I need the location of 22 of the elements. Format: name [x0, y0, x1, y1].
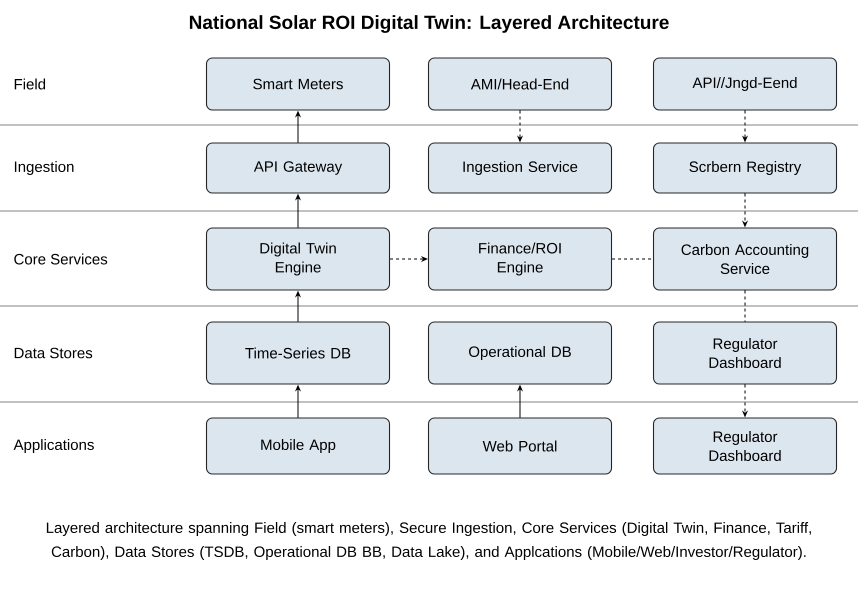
- component-box: Regulator Dashboard: [652, 417, 838, 475]
- component-box: API//Jngd-Eend: [652, 57, 838, 111]
- title: National Solar ROI Digital Twin: Layered Architecture: [190, 15, 669, 33]
- component-box: Regulator Dashboard: [652, 321, 838, 385]
- layer-label: Core Services: [14, 254, 108, 264]
- component-box: Digital Twin Engine: [206, 227, 390, 291]
- component-box: Web Portal: [428, 417, 612, 475]
- component-box: Smart Meters: [206, 57, 390, 111]
- component-box: AMI/Head-End: [428, 57, 612, 111]
- component-box: Operational DB: [428, 321, 612, 385]
- component-box: Finance/ROI Engine: [428, 227, 612, 291]
- component-box: Mobile App: [206, 417, 390, 475]
- layer-label: Data Stores: [14, 348, 92, 358]
- caption: Layered architecture spanning Field (smart meters), Secure Ingestion, Core Services (Digital Twin, Finance, Tariff, Carbon), Data Stores (TSDB, Operational DB BB, Data Lake), and Applcations (Mobile/Web/Investor/Regulator).: [46, 522, 811, 560]
- component-box: Ingestion Service: [428, 142, 612, 194]
- component-box: Time-Series DB: [206, 321, 390, 385]
- component-box: Carbon Accounting Service: [652, 227, 838, 291]
- layer-label: Ingestion: [14, 161, 74, 175]
- component-box: API Gateway: [206, 142, 390, 194]
- layer-label: Field: [14, 78, 46, 90]
- component-box: Scrbern Registry: [652, 142, 838, 194]
- layer-label: Applications: [14, 439, 94, 453]
